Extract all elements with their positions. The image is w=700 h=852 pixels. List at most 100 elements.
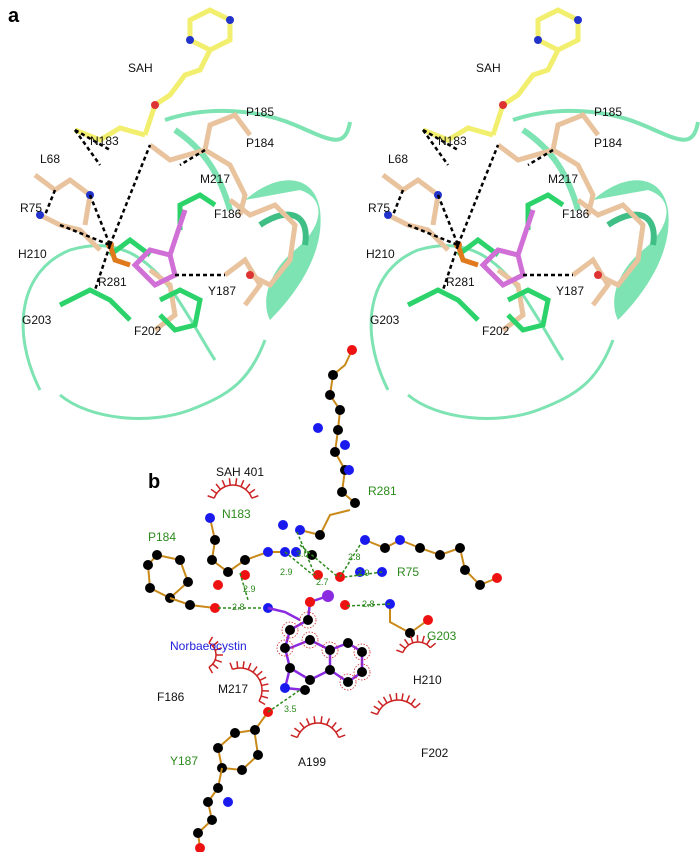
atom: [305, 675, 315, 685]
hbond-line: [346, 603, 391, 607]
hbond-line: [299, 544, 339, 578]
hbond-distance: 3.0: [296, 549, 309, 559]
residue-label-f186: F186: [562, 207, 590, 221]
atom: [313, 570, 323, 580]
atom: [305, 597, 315, 607]
atom: [325, 390, 335, 400]
residue-label-f202: F202: [134, 324, 162, 338]
atom: [455, 543, 465, 553]
atom: [253, 750, 263, 760]
atom: [340, 440, 350, 450]
atom: [347, 345, 357, 355]
hydrophobic-contact-arc: [370, 693, 421, 716]
hbond-residue-r281: R281: [368, 484, 397, 498]
atom: [240, 570, 250, 580]
hbond-line: [284, 551, 314, 576]
atom: [343, 677, 353, 687]
atom: [278, 520, 288, 530]
hydrophobic-residue-f186: F186: [157, 690, 185, 704]
hbond-line: [339, 544, 361, 578]
residue-label-h210: H210: [18, 247, 47, 261]
residue-label-r75: R75: [368, 201, 390, 215]
residue-label-r281: R281: [98, 275, 127, 289]
residue-label-l68: L68: [40, 152, 60, 166]
hbond-residue-y187: Y187: [170, 754, 198, 768]
atom: [213, 580, 223, 590]
hydrophobic-residue-m217: M217: [218, 682, 248, 696]
contact-marker: [321, 641, 339, 659]
atom: [344, 465, 354, 475]
atom: [325, 645, 335, 655]
residue-label-sah: SAH: [128, 61, 153, 75]
atom: [280, 643, 290, 653]
atom: [355, 567, 365, 577]
hbond-distance: 3.5: [284, 704, 297, 714]
atom: [230, 728, 240, 738]
hydrophobic-contact-arc: [207, 478, 259, 499]
hbond-residue-n183: N183: [222, 507, 251, 521]
contact-marker: [301, 631, 319, 649]
residue-label-m217: M217: [548, 172, 578, 186]
atom: [285, 663, 295, 673]
contact-marker: [353, 643, 371, 661]
residue-label-n183: N183: [438, 134, 467, 148]
hbond-distance: 2.7: [316, 577, 329, 587]
atom: [460, 565, 470, 575]
residue-label-p184: P184: [246, 136, 274, 150]
atom: [475, 580, 485, 590]
residue-label-f186: F186: [214, 207, 242, 221]
hbond-residue-p184: P184: [148, 530, 176, 544]
hydrophobic-residue-f202: F202: [421, 746, 449, 760]
hydrophobic-residue-a199: A199: [298, 755, 326, 769]
residue-label-y187: Y187: [556, 284, 584, 298]
contact-marker: [339, 673, 357, 691]
atom: [183, 577, 193, 587]
atom: [210, 603, 220, 613]
panel-b-label: b: [148, 471, 160, 493]
atom: [213, 743, 223, 753]
atom: [380, 543, 390, 553]
atom: [423, 615, 433, 625]
contact-marker: [281, 621, 299, 639]
residue-label-l68: L68: [388, 152, 408, 166]
atom: [337, 487, 347, 497]
hbond-distance: 2.9: [243, 584, 256, 594]
atom: [175, 555, 185, 565]
hydrophobic-contact-arc: [396, 634, 437, 654]
panel-a-label: a: [8, 5, 20, 27]
atom: [205, 513, 215, 523]
atom: [203, 797, 213, 807]
atom: [223, 567, 233, 577]
atom: [263, 547, 273, 557]
residue-label-f202: F202: [482, 324, 510, 338]
atom: [295, 525, 305, 535]
ligand-label: Norbaeocystin: [170, 639, 247, 653]
hbond-distance: 2.8: [348, 552, 361, 562]
atom: [237, 765, 247, 775]
hbond-line: [296, 531, 316, 576]
atom: [313, 423, 323, 433]
hbond-distance: 2.8: [362, 599, 375, 609]
hbond-line: [267, 689, 301, 713]
hydrophobic-residue-sah-401: SAH 401: [216, 465, 264, 479]
hydrophobic-contact-arc: [290, 716, 346, 739]
atom: [335, 405, 345, 415]
hbond-distance: 2.9: [280, 567, 293, 577]
atom: [213, 783, 223, 793]
atom: [350, 498, 360, 508]
atom: [357, 647, 367, 657]
hbond-line: [344, 571, 383, 578]
atom: [195, 843, 205, 852]
contact-marker: [353, 663, 371, 681]
atom: [223, 797, 233, 807]
phosphorus-atom: [322, 590, 334, 602]
atom: [207, 815, 217, 825]
contact-marker: [276, 639, 294, 657]
hbond-residue-r75: R75: [397, 565, 419, 579]
atom: [305, 635, 315, 645]
atom: [340, 600, 350, 610]
stereo-left-view: [23, 10, 350, 418]
atom: [240, 555, 250, 565]
